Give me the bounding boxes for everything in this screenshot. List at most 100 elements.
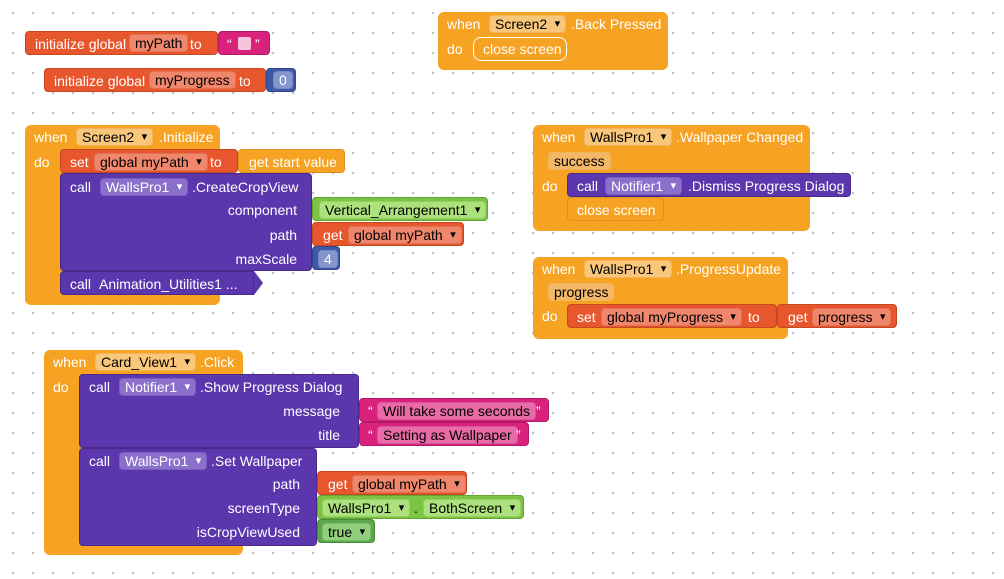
set-global-myprogress-block[interactable]: set global myProgress to (567, 304, 777, 328)
arg-path-label: path (272, 476, 300, 492)
arg-path-label: path (269, 227, 297, 243)
component-dropdown[interactable]: WallsPro1 (584, 128, 673, 146)
init-global-label: initialize global (54, 73, 146, 89)
event-name: .Click (200, 354, 235, 370)
arg-message-label: message (283, 403, 340, 419)
get-label: get (788, 309, 808, 325)
variable-dropdown[interactable]: global myPath (94, 153, 208, 171)
quote-close: ” (516, 427, 521, 443)
quote-open: “ (368, 427, 373, 443)
call-label: call (70, 179, 92, 195)
init-global-mypath-block[interactable]: initialize global myPath to (25, 31, 218, 55)
number-field[interactable]: 0 (273, 71, 293, 89)
call-show-progress-dialog-block[interactable]: call Notifier1 .Show Progress Dialog mes… (79, 374, 359, 448)
method-name: .Dismiss Progress Dialog (688, 178, 845, 194)
variable-dropdown[interactable]: global myPath (348, 226, 462, 244)
component-value-block[interactable]: Vertical_Arrangement1 (312, 197, 488, 221)
set-label: set (577, 309, 596, 325)
boolean-dropdown[interactable]: true (322, 523, 372, 541)
collapsed-call-label: Animation_Utilities1 ... (99, 276, 238, 292)
get-start-value-label: get start value (249, 154, 337, 170)
property-dropdown[interactable]: BothScreen (423, 499, 522, 517)
when-label: when (542, 261, 576, 277)
set-global-mypath-block[interactable]: set global myPath to (60, 149, 238, 173)
method-name: .CreateCropView (192, 179, 299, 195)
component-dropdown[interactable]: WallsPro1 (322, 499, 411, 517)
text-input-field[interactable] (238, 37, 251, 50)
arg-component-label: component (227, 202, 297, 218)
close-screen-block[interactable]: close screen (567, 197, 664, 221)
event-name: .Wallpaper Changed (676, 129, 804, 145)
get-global-mypath-block[interactable]: get global myPath (317, 471, 467, 495)
screentype-value-block[interactable]: WallsPro1 . BothScreen (317, 495, 524, 519)
get-start-value-block[interactable]: get start value (238, 149, 345, 173)
number-block[interactable]: 4 (312, 246, 340, 270)
component-dropdown[interactable]: Screen2 (489, 15, 567, 33)
variable-name-field[interactable]: myProgress (149, 71, 236, 89)
call-animation-utilities-block[interactable]: call Animation_Utilities1 ... (60, 271, 254, 295)
call-label: call (89, 379, 111, 395)
variable-dropdown[interactable]: progress (812, 308, 892, 326)
quote-close: ” (536, 403, 541, 419)
call-set-wallpaper-block[interactable]: call WallsPro1 .Set Wallpaper path scree… (79, 448, 317, 546)
arg-screentype-label: screenType (227, 500, 300, 516)
component-dropdown[interactable]: WallsPro1 (100, 178, 189, 196)
param-success[interactable]: success (548, 152, 611, 170)
get-progress-block[interactable]: get progress (777, 304, 897, 328)
get-label: get (328, 476, 348, 492)
text-field[interactable]: Setting as Wallpaper (377, 426, 518, 444)
to-label: to (210, 154, 222, 170)
method-name: .Show Progress Dialog (200, 379, 343, 395)
number-block[interactable]: 0 (266, 68, 296, 92)
quote-open: “ (227, 36, 232, 52)
variable-name-field[interactable]: myPath (129, 34, 189, 52)
set-label: set (70, 154, 89, 170)
do-label: do (447, 41, 463, 57)
component-dropdown[interactable]: WallsPro1 (584, 260, 673, 278)
param-progress[interactable]: progress (548, 283, 615, 301)
variable-dropdown[interactable]: global myProgress (601, 308, 742, 326)
call-dismiss-progress-dialog-block[interactable]: call Notifier1 .Dismiss Progress Dialog (567, 173, 851, 197)
quote-open: “ (368, 403, 373, 419)
call-label: call (577, 178, 599, 194)
true-block[interactable]: true (317, 519, 375, 543)
call-label: call (70, 276, 92, 292)
init-global-myprogress-block[interactable]: initialize global myProgress to (44, 68, 266, 92)
dot-separator: . (414, 500, 418, 516)
screen2-back-pressed-event[interactable]: when Screen2 .Back Pressed do (438, 12, 668, 70)
call-create-crop-view-block[interactable]: call WallsPro1 .CreateCropView component… (60, 173, 312, 271)
close-screen-statement[interactable]: close screen (473, 37, 567, 61)
event-name: .Back Pressed (571, 16, 662, 32)
component-dropdown[interactable]: Screen2 (76, 128, 154, 146)
to-label: to (190, 36, 202, 52)
do-label: do (34, 154, 50, 170)
variable-dropdown[interactable]: global myPath (352, 475, 466, 493)
quote-close: ” (255, 36, 260, 52)
arg-title-label: title (318, 427, 340, 443)
init-global-label: initialize global (35, 36, 127, 52)
event-name: .Initialize (159, 129, 214, 145)
component-dropdown[interactable]: Vertical_Arrangement1 (319, 201, 487, 219)
method-name: .Set Wallpaper (211, 453, 303, 469)
component-dropdown[interactable]: Notifier1 (605, 177, 683, 195)
when-label: when (34, 129, 68, 145)
to-label: to (239, 73, 251, 89)
when-label: when (542, 129, 576, 145)
call-label: call (89, 453, 111, 469)
text-field[interactable]: Will take some seconds (377, 402, 537, 420)
collapsed-arrow-icon (254, 271, 263, 295)
component-dropdown[interactable]: Card_View1 (95, 353, 197, 371)
do-label: do (53, 379, 69, 395)
to-label: to (748, 309, 760, 325)
component-dropdown[interactable]: WallsPro1 (119, 452, 208, 470)
number-field[interactable]: 4 (318, 250, 338, 268)
component-dropdown[interactable]: Notifier1 (119, 378, 197, 396)
title-text-block[interactable]: “ Setting as Wallpaper ” (359, 422, 529, 446)
get-label: get (323, 227, 343, 243)
message-text-block[interactable]: “ Will take some seconds ” (359, 398, 549, 422)
get-global-mypath-block[interactable]: get global myPath (312, 222, 464, 246)
close-screen-label: close screen (577, 202, 656, 218)
do-label: do (542, 308, 558, 324)
empty-text-block[interactable]: “ ” (218, 31, 270, 55)
when-label: when (447, 16, 481, 32)
